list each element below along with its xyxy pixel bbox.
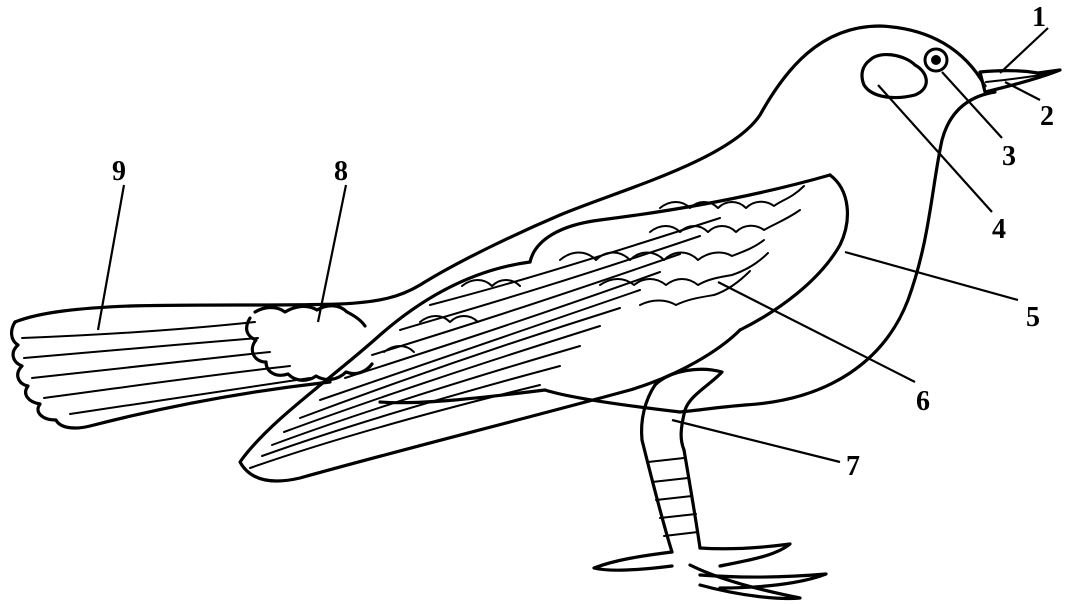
covert-row-2 bbox=[650, 210, 800, 232]
leader-6 bbox=[718, 282, 915, 382]
primary-feathers bbox=[240, 218, 740, 481]
leader-5 bbox=[845, 252, 1018, 300]
label-1: 1 bbox=[1032, 2, 1046, 33]
covert-row-5 bbox=[640, 271, 750, 305]
label-5: 5 bbox=[1026, 302, 1040, 333]
covert-row-1 bbox=[660, 186, 804, 208]
label-6: 6 bbox=[916, 386, 930, 417]
leg bbox=[594, 369, 826, 598]
label-2: 2 bbox=[1040, 101, 1054, 132]
eye-pupil bbox=[931, 55, 941, 65]
label-3: 3 bbox=[1002, 141, 1016, 172]
label-9: 9 bbox=[112, 156, 126, 187]
leader-8 bbox=[318, 185, 346, 322]
wing-coverts bbox=[740, 175, 847, 330]
leader-7 bbox=[672, 420, 840, 462]
bird-body-outline bbox=[380, 92, 995, 412]
label-8: 8 bbox=[334, 156, 348, 187]
leader-4 bbox=[878, 85, 992, 212]
leader-2 bbox=[1005, 82, 1040, 100]
label-7: 7 bbox=[846, 451, 860, 482]
bird-back-outline bbox=[15, 26, 985, 322]
leader-1 bbox=[1000, 28, 1048, 73]
covert-row-4 bbox=[600, 253, 768, 285]
covert-row-3 bbox=[560, 240, 764, 260]
ear-patch bbox=[862, 55, 926, 98]
label-4: 4 bbox=[992, 214, 1006, 245]
